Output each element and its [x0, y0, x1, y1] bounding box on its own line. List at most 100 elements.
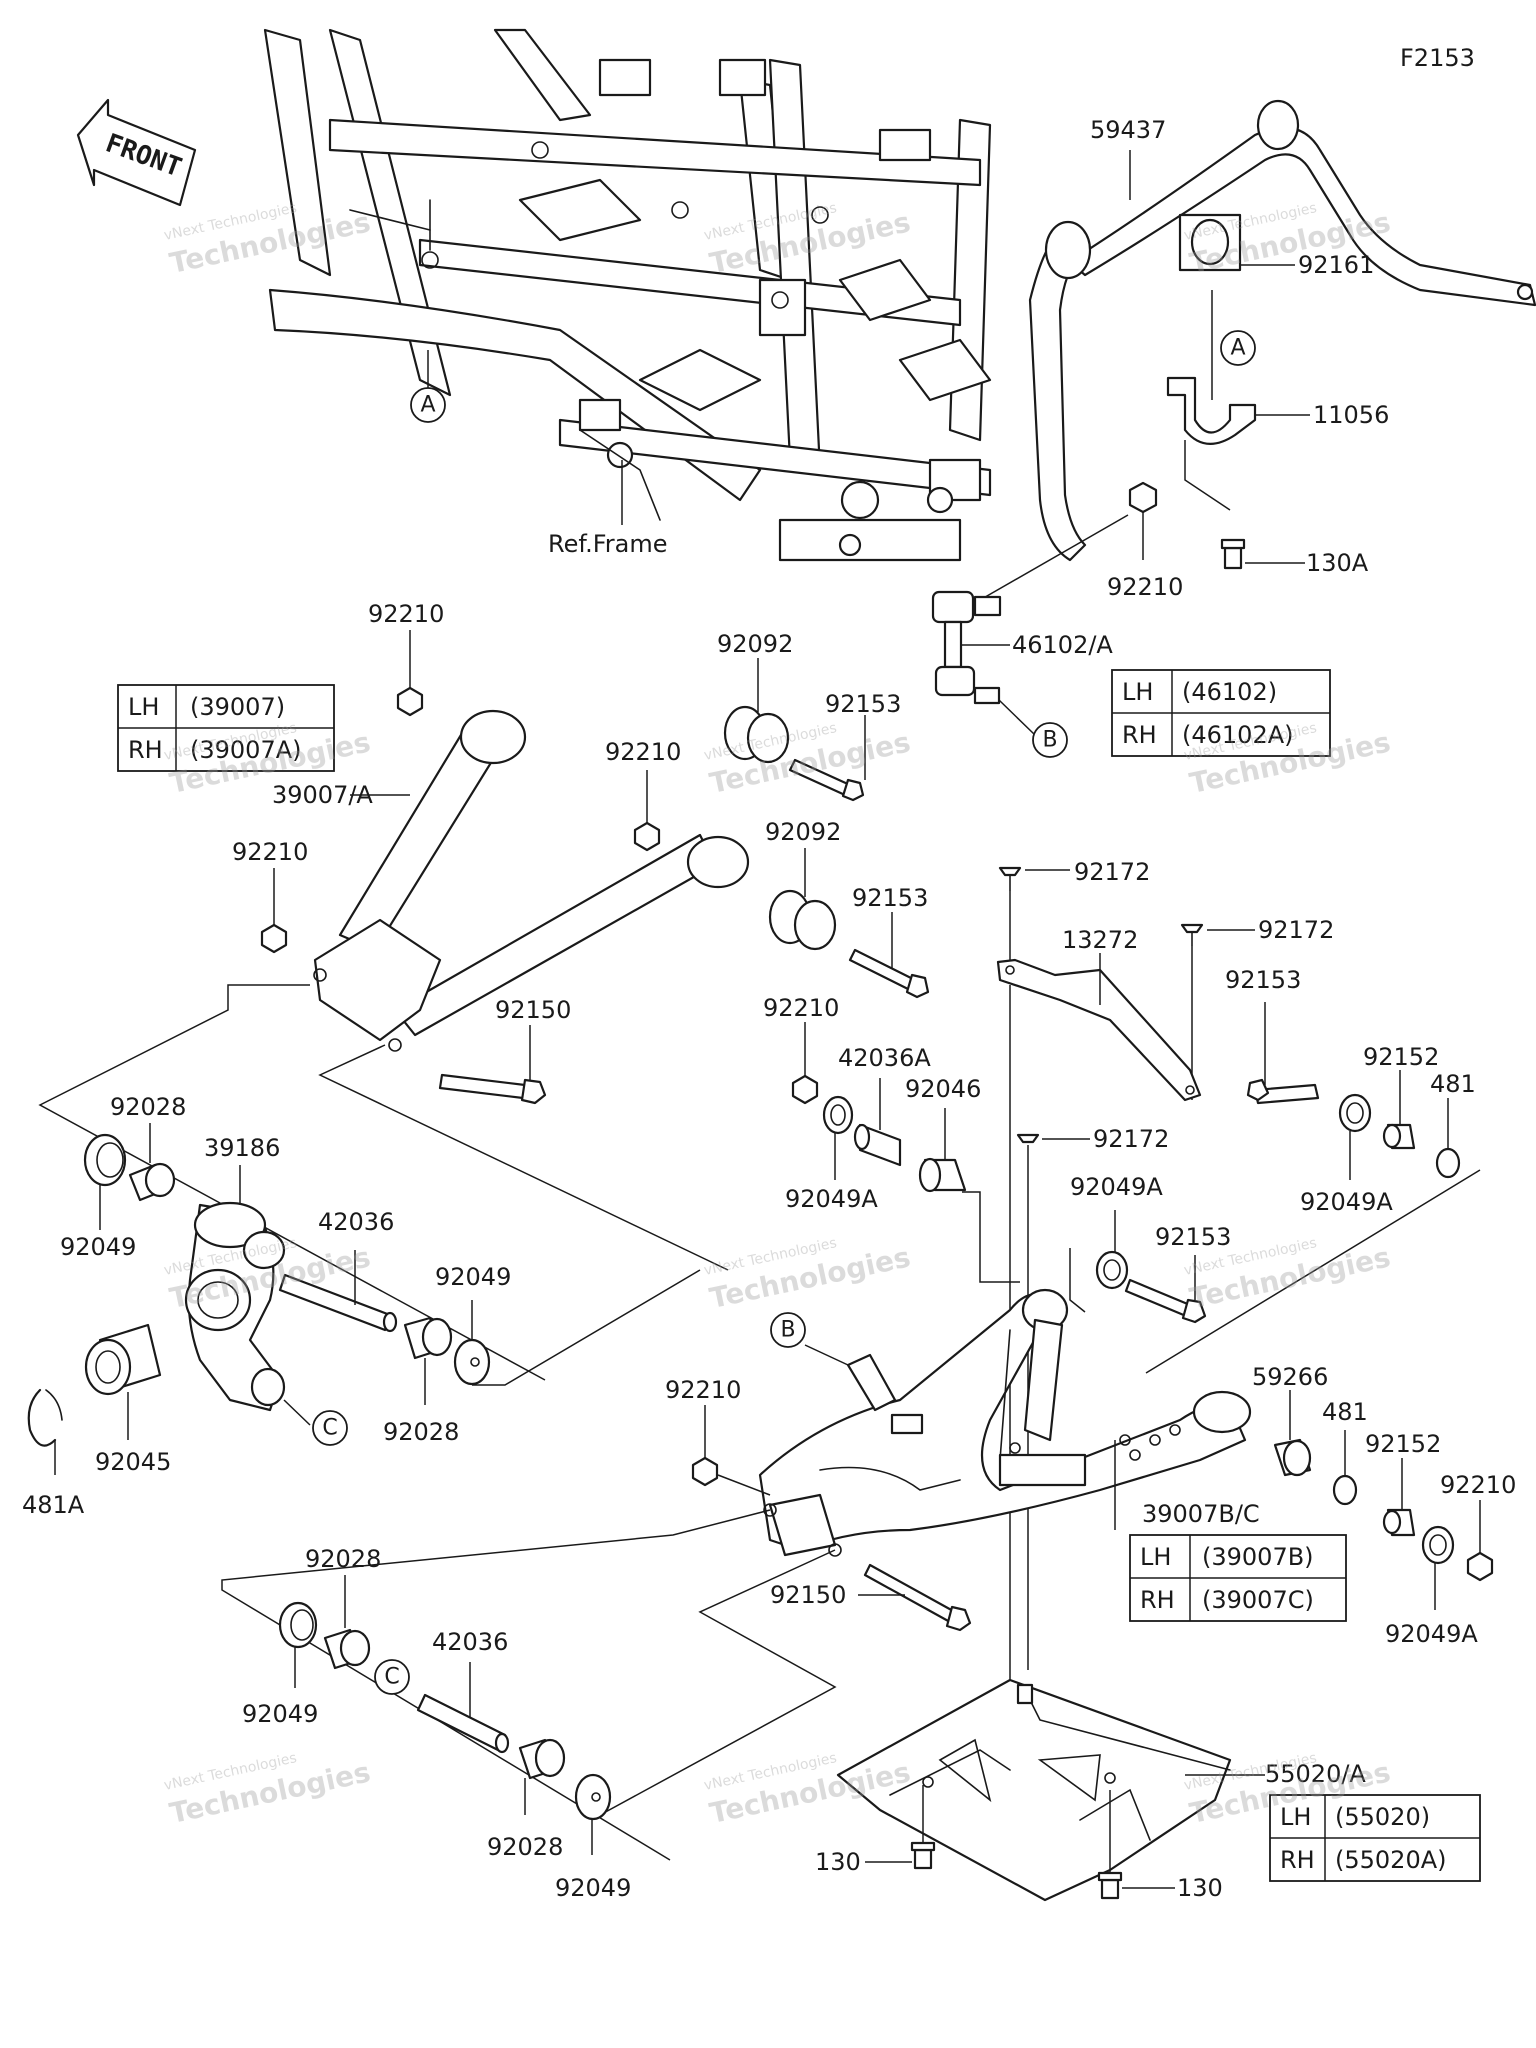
t55020-lh: LH — [1280, 1803, 1311, 1831]
callout-a-label: A — [420, 393, 435, 418]
front-arrow-icon: FRONT — [76, 98, 197, 207]
washer-92049a-b — [1338, 1093, 1372, 1133]
nut-92210-e — [791, 1074, 819, 1105]
t46102-lh: LH — [1122, 678, 1153, 706]
circlip-481a — [27, 1388, 63, 1447]
nut-92210-c — [633, 821, 661, 852]
part-39186: 39186 — [204, 1134, 280, 1162]
upper-a-arm-39007 — [313, 709, 750, 1052]
table-46102: LH (46102) RH (46102A) — [1111, 669, 1331, 757]
part-92172-a: 92172 — [1074, 858, 1150, 886]
bushing-92046 — [918, 1157, 967, 1193]
part-92210-h: 92210 — [1440, 1471, 1516, 1499]
callout-b-link-label: B — [1042, 728, 1057, 753]
t39007bc-lh: LH — [1140, 1543, 1171, 1571]
part-92210-c: 92210 — [605, 738, 681, 766]
bolt-92153-d — [1124, 1278, 1207, 1324]
bolt-130-a — [910, 1841, 936, 1870]
part-92210-f: 92210 — [665, 1376, 741, 1404]
part-481a: 481A — [22, 1491, 85, 1519]
t39007-lh-code: (39007) — [190, 693, 285, 721]
circlip-481-a — [1435, 1147, 1461, 1179]
clamp-11056 — [1166, 376, 1257, 445]
figure-code: F2153 — [1400, 44, 1475, 72]
stab-link-46102 — [931, 590, 1002, 705]
t39007-rh-code: (39007A) — [190, 736, 302, 764]
bolt-92150-a — [438, 1073, 547, 1105]
bolt-92150-b — [863, 1563, 972, 1632]
part-92150-a: 92150 — [495, 996, 571, 1024]
t55020-rh: RH — [1280, 1846, 1315, 1874]
part-42036-b: 42036 — [432, 1628, 508, 1656]
t39007bc-rh: RH — [1140, 1586, 1175, 1614]
guard-plate-13272 — [996, 958, 1202, 1102]
part-92172-b: 92172 — [1258, 916, 1334, 944]
part-46102a: 46102/A — [1012, 631, 1113, 659]
stabilizer-bar — [1028, 99, 1536, 562]
bushing-92092-a — [723, 705, 790, 764]
bolt-130a — [1220, 538, 1246, 570]
collar-92028-b — [403, 1316, 453, 1360]
part-92028-b: 92028 — [383, 1418, 459, 1446]
table-39007bc: LH (39007B) RH (39007C) — [1129, 1534, 1347, 1622]
nut-92210-f — [691, 1456, 719, 1487]
part-92210-e: 92210 — [763, 994, 839, 1022]
collar-92152-a — [1382, 1123, 1416, 1150]
t55020-lh-code: (55020) — [1335, 1803, 1430, 1831]
t39007-lh: LH — [128, 693, 159, 721]
nut-92210-b — [396, 686, 424, 717]
callout-c-pivot-label: C — [384, 1665, 399, 1690]
t46102-lh-code: (46102) — [1182, 678, 1277, 706]
callout-a — [410, 387, 446, 423]
part-481-a: 481 — [1430, 1070, 1476, 1098]
nut-92210-a — [1128, 481, 1158, 514]
nut-92210-d — [260, 923, 288, 954]
part-55020a: 55020/A — [1265, 1760, 1366, 1788]
part-39007bc: 39007B/C — [1142, 1500, 1260, 1528]
bushing-92161 — [1178, 213, 1242, 272]
seal-92049-c — [278, 1601, 318, 1649]
part-92210-a: 92210 — [1107, 573, 1183, 601]
callout-b-arm-label: B — [780, 1318, 795, 1343]
part-92150-b: 92150 — [770, 1581, 846, 1609]
part-481-b: 481 — [1322, 1398, 1368, 1426]
seal-92049-b — [453, 1338, 491, 1386]
table-39007: LH (39007) RH (39007A) — [117, 684, 335, 772]
part-92161: 92161 — [1298, 251, 1374, 279]
part-92092-a: 92092 — [717, 630, 793, 658]
lower-a-arm-39007bc — [758, 1288, 1252, 1557]
part-92152-b: 92152 — [1365, 1430, 1441, 1458]
seal-92049-a — [83, 1133, 127, 1187]
part-92049a-c: 92049A — [1070, 1173, 1163, 1201]
t46102-rh-code: (46102A) — [1182, 721, 1294, 749]
part-92049-b: 92049 — [435, 1263, 511, 1291]
callout-a-clamp — [1220, 330, 1256, 366]
part-92152-a: 92152 — [1363, 1043, 1439, 1071]
part-92028-a: 92028 — [110, 1093, 186, 1121]
part-92153-d: 92153 — [1155, 1223, 1231, 1251]
callout-a-clamp-label: A — [1230, 336, 1245, 361]
washer-92049a-d — [1421, 1525, 1455, 1565]
part-130-a: 130 — [815, 1848, 861, 1876]
part-39007a: 39007/A — [272, 781, 373, 809]
part-92172-c: 92172 — [1093, 1125, 1169, 1153]
seal-92049-d — [574, 1773, 612, 1821]
callout-b-link — [1032, 722, 1068, 758]
bolt-130-b — [1097, 1871, 1123, 1900]
bolt-92153-b — [848, 948, 930, 999]
part-59437: 59437 — [1090, 116, 1166, 144]
table-55020: LH (55020) RH (55020A) — [1269, 1794, 1481, 1882]
bushing-92092-b — [768, 889, 837, 951]
collar-92028-a — [128, 1162, 176, 1202]
part-92153-a: 92153 — [825, 690, 901, 718]
part-92049a-b: 92049A — [1300, 1188, 1393, 1216]
part-92153-b: 92153 — [852, 884, 928, 912]
skid-plate-55020 — [836, 1678, 1232, 1902]
part-92153-c: 92153 — [1225, 966, 1301, 994]
part-92210-d: 92210 — [232, 838, 308, 866]
knuckle-39186 — [184, 1201, 286, 1412]
washer-92049a-c — [1095, 1250, 1129, 1290]
collar-92028-c — [323, 1628, 371, 1670]
bearing-92045 — [84, 1323, 162, 1396]
